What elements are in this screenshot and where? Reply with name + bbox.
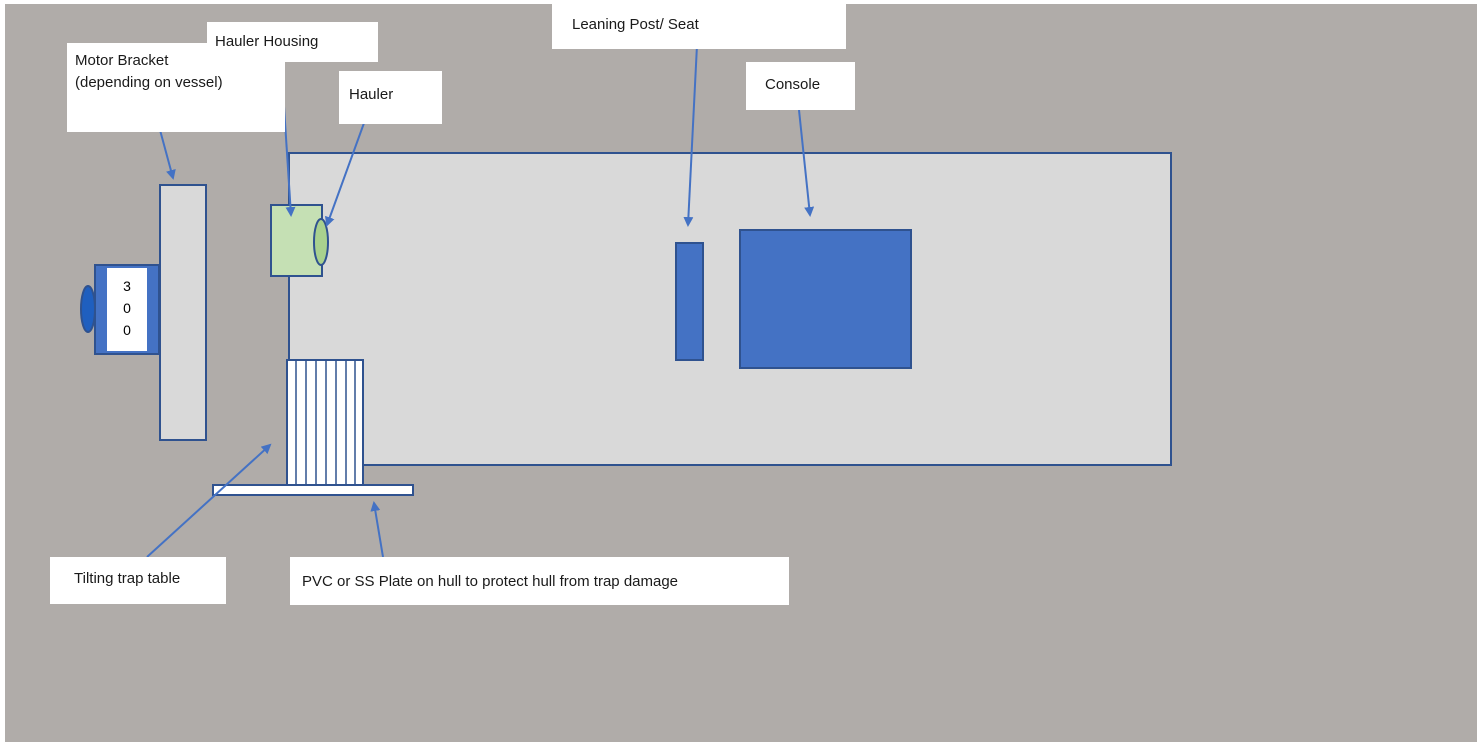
arrow-motor-bracket <box>159 129 176 180</box>
engine-horsepower: 3 0 0 <box>114 275 140 341</box>
protective-plate <box>212 484 414 496</box>
hauler <box>313 218 329 266</box>
label-leaning-post: Leaning Post/ Seat <box>552 4 846 49</box>
leaning-post <box>675 242 704 361</box>
outboard-engine <box>80 264 160 355</box>
arrow-tilting-trap-table <box>146 443 272 558</box>
hull <box>288 152 1172 466</box>
arrow-protective-plate <box>370 501 384 558</box>
label-tilting-trap-table: Tilting trap table <box>50 557 226 604</box>
engine-digit: 0 <box>123 300 131 316</box>
motor-bracket <box>159 184 207 441</box>
engine-face <box>107 268 147 351</box>
label-protective-plate: PVC or SS Plate on hull to protect hull … <box>290 557 789 605</box>
arrow-console <box>798 109 815 217</box>
label-console: Console <box>746 62 855 110</box>
engine-cap-icon <box>80 285 96 333</box>
label-hauler-housing: Hauler Housing <box>207 22 378 62</box>
tilting-trap-table <box>286 359 364 486</box>
console <box>739 229 912 369</box>
arrow-leaning-post <box>683 44 698 227</box>
label-hauler: Hauler <box>339 71 442 124</box>
engine-digit: 3 <box>123 278 131 294</box>
engine-digit: 0 <box>123 322 131 338</box>
